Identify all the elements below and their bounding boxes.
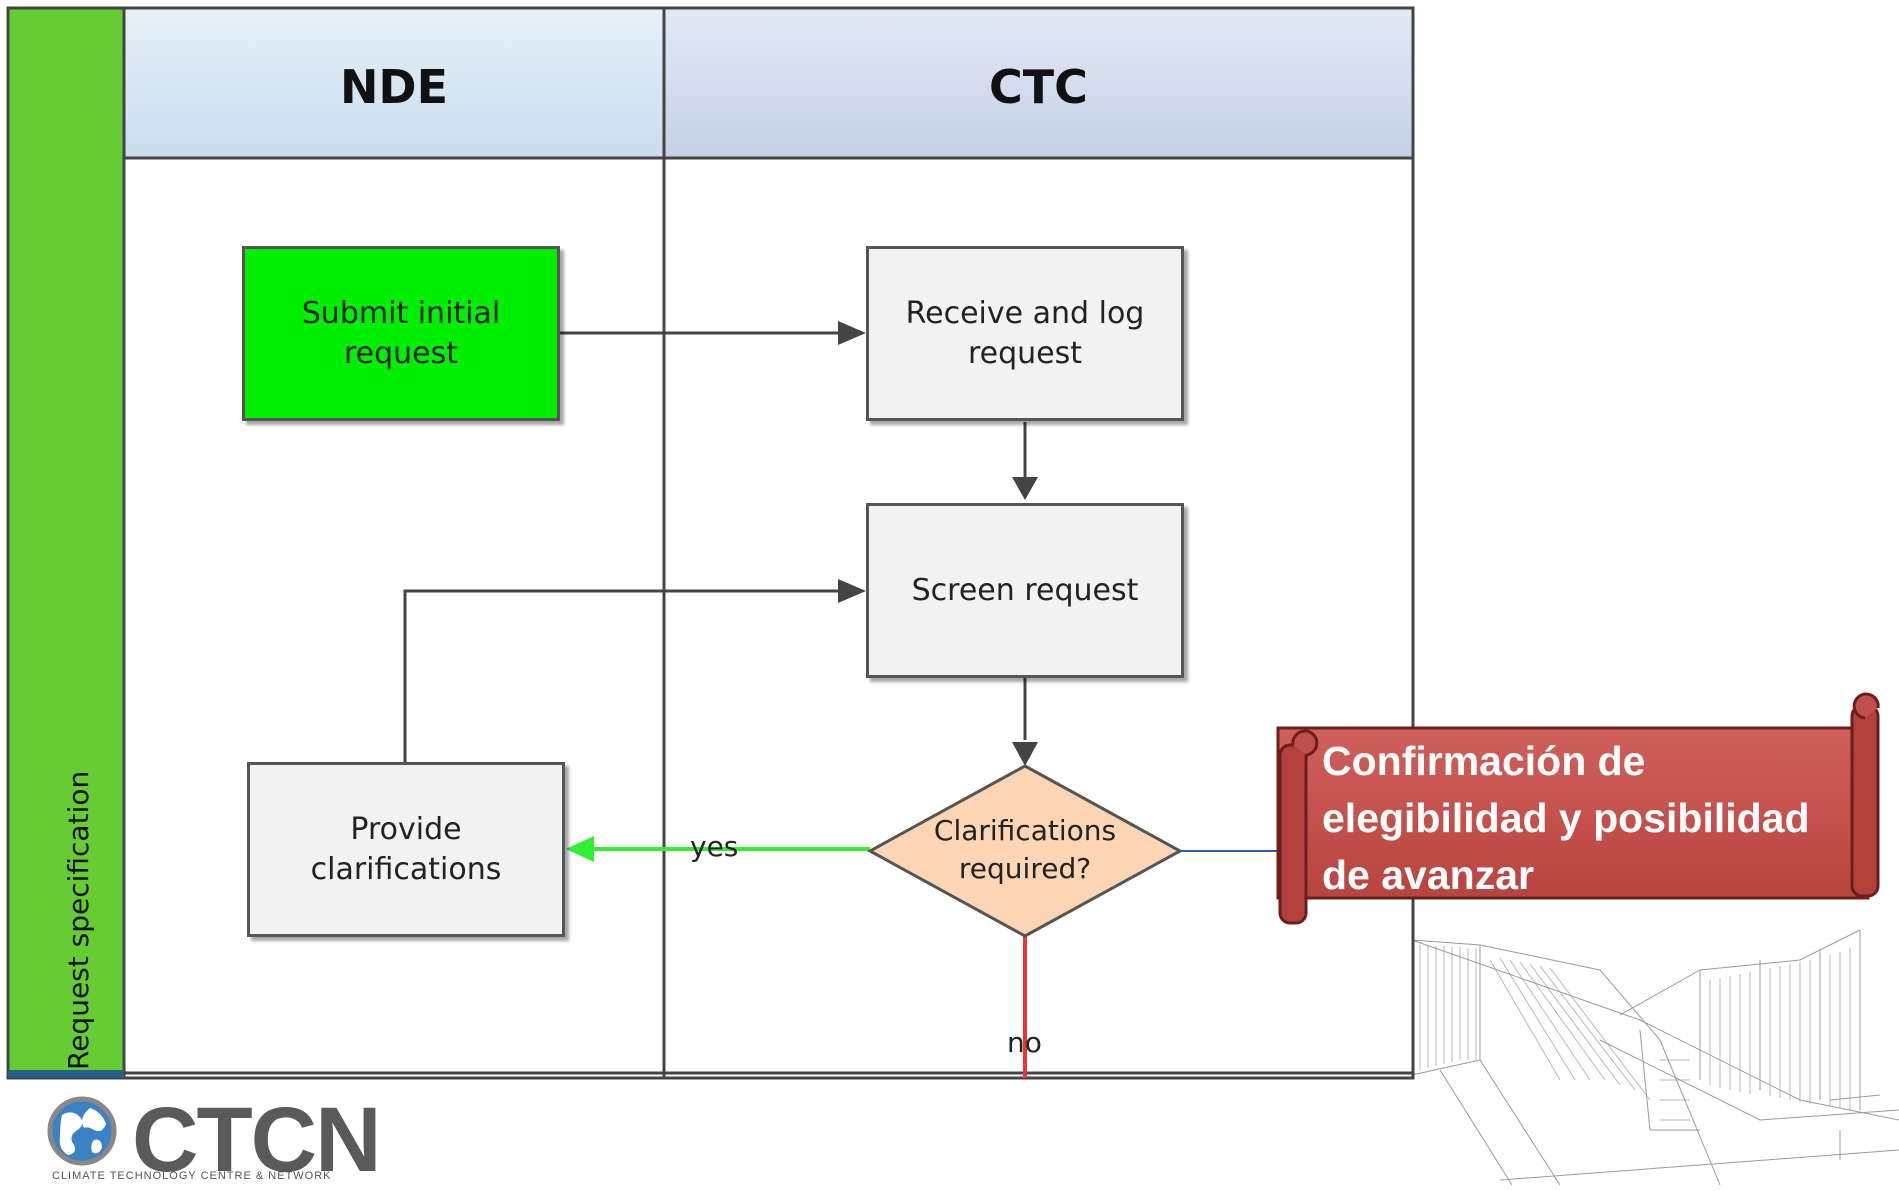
swimlane-label-bar-bottom bbox=[8, 1070, 124, 1078]
building-sketch bbox=[1411, 929, 1899, 1185]
clarifications-required-label: Clarifications required? bbox=[933, 814, 1117, 885]
submit-initial-request-box[interactable]: Submit initial request bbox=[242, 246, 560, 421]
ctc-lane-header bbox=[662, 6, 1415, 160]
arrow-provide-to-screen bbox=[403, 589, 850, 762]
arrowheads bbox=[838, 321, 1038, 766]
callout-text: Confirmación de elegibilidad y posibilid… bbox=[1322, 738, 1810, 898]
no-label: no bbox=[1007, 1026, 1042, 1059]
yes-label: yes bbox=[690, 830, 739, 863]
ctc-lane-title: CTC bbox=[989, 60, 1088, 114]
globe-icon bbox=[47, 1096, 117, 1166]
swimlane-label: Request specification bbox=[62, 770, 95, 1070]
nde-lane-header bbox=[122, 6, 666, 160]
arrowhead-screen bbox=[1012, 477, 1038, 500]
arrowhead-screen-loop bbox=[838, 579, 866, 603]
provide-clarifications-box[interactable]: Provide clarifications bbox=[247, 762, 565, 937]
arrowhead-receive bbox=[838, 321, 866, 345]
building-sketch-hatching bbox=[1419, 945, 1851, 1121]
provide-clarifications-label: Provide clarifications bbox=[310, 811, 502, 887]
decision-diamond bbox=[866, 764, 1184, 938]
swimlane-frame bbox=[6, 6, 1415, 1080]
arrowhead-decision bbox=[1012, 742, 1038, 766]
swimlane-label-bar bbox=[6, 6, 126, 1080]
yes-arrowhead bbox=[566, 836, 594, 862]
submit-initial-request-label: Submit initial request bbox=[301, 295, 501, 371]
connectors bbox=[403, 331, 1027, 762]
scroll-callout-shape bbox=[1276, 692, 1880, 925]
ctcn-logo-text: CTCN bbox=[132, 1089, 382, 1191]
screen-request-label: Screen request bbox=[911, 572, 1139, 608]
ctcn-logo-subtitle: CLIMATE TECHNOLOGY CENTRE & NETWORK bbox=[52, 1170, 332, 1182]
nde-lane-title: NDE bbox=[339, 60, 449, 114]
receive-and-log-box[interactable]: Receive and log request bbox=[866, 246, 1184, 421]
receive-and-log-label: Receive and log request bbox=[905, 295, 1145, 371]
screen-request-box[interactable]: Screen request bbox=[866, 503, 1184, 678]
